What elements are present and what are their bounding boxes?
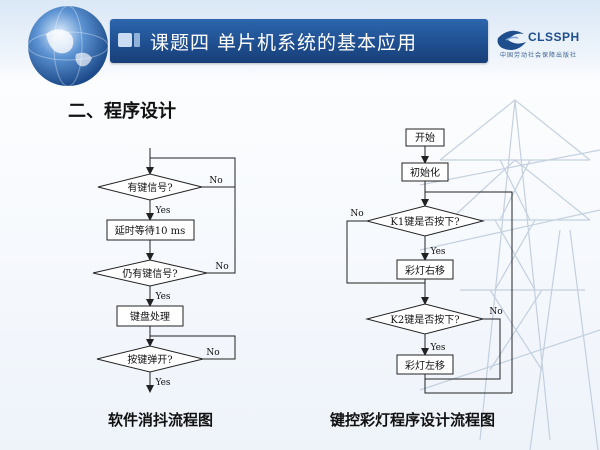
fl-yes-3: Yes xyxy=(154,378,170,388)
title-tab-marker-small xyxy=(134,33,140,47)
title-tab-marker xyxy=(118,33,132,47)
fr-process-2-label: 彩灯左移 xyxy=(405,359,445,372)
fl-decision-2-label: 仍有键信号? xyxy=(122,267,177,280)
flowchart-debounce-text: 有键信号? 延时等待10 ms 仍有键信号? 键盘处理 按键弹开? Yes Ye… xyxy=(115,176,229,388)
fr-no-2: No xyxy=(489,307,502,317)
fl-no-2: No xyxy=(215,262,228,272)
flowchart-led-control xyxy=(346,128,513,394)
fr-yes-1: Yes xyxy=(429,247,445,257)
section-title: 二、程序设计 xyxy=(68,101,176,122)
fr-start-label: 开始 xyxy=(415,131,435,144)
fr-init-label: 初始化 xyxy=(410,166,440,179)
fl-no-1: No xyxy=(209,176,222,186)
flowchart-led-control-text: 开始 初始化 K1键是否按下? 彩灯右移 K2键是否按下? 彩灯左移 Yes Y… xyxy=(350,131,502,372)
caption-led-flowchart: 键控彩灯程序设计流程图 xyxy=(330,411,496,429)
caption-debounce-flowchart: 软件消抖流程图 xyxy=(108,411,214,429)
fl-no-3: No xyxy=(206,348,219,358)
fr-decision-2-label: K2键是否按下? xyxy=(390,313,459,326)
fl-process-1-label: 延时等待10 ms xyxy=(115,224,186,237)
title-bar: 课题四 单片机系统的基本应用 xyxy=(110,19,488,63)
fr-yes-2: Yes xyxy=(429,343,445,353)
fr-no-1: No xyxy=(350,209,363,219)
power-tower-background xyxy=(420,99,600,450)
fr-decision-1-label: K1键是否按下? xyxy=(390,215,459,228)
globe-icon xyxy=(27,5,109,87)
fl-decision-3-label: 按键弹开? xyxy=(127,353,172,366)
publisher-logo-icon xyxy=(497,30,526,50)
fl-yes-2: Yes xyxy=(154,292,170,302)
publisher-logo-text: CLSSPH xyxy=(528,30,580,44)
fl-decision-1-label: 有键信号? xyxy=(127,181,172,194)
fl-process-2-label: 键盘处理 xyxy=(130,310,170,323)
fr-decision-1 xyxy=(365,205,485,237)
fl-yes-1: Yes xyxy=(154,206,170,216)
page-title: 课题四 单片机系统的基本应用 xyxy=(150,32,418,54)
flowchart-debounce xyxy=(92,148,236,393)
publisher-logo-subtext: 中国劳动社会保障出版社 xyxy=(500,52,578,59)
fr-process-1-label: 彩灯右移 xyxy=(405,264,445,277)
